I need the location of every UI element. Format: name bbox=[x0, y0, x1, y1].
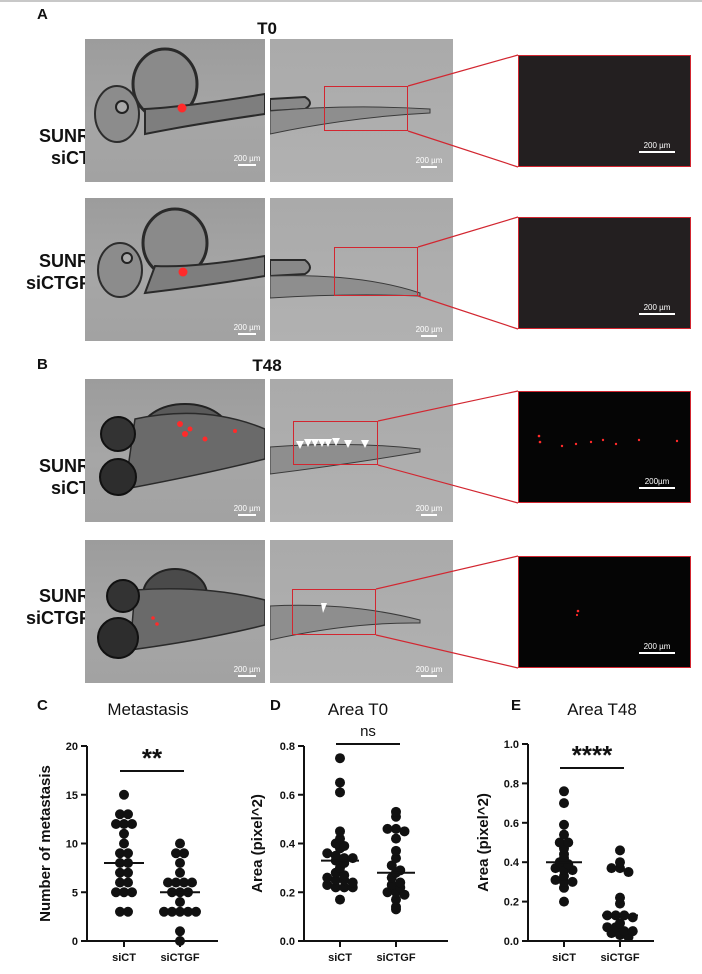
svg-text:siCT: siCT bbox=[112, 952, 136, 964]
fluorescence-zoom-sict-t48: 200µm bbox=[518, 391, 691, 503]
row-label-sunr-sictgf-t0: SUNR siCTGF bbox=[25, 251, 90, 293]
svg-text:ns: ns bbox=[360, 723, 376, 740]
svg-text:Area (pixel^2): Area (pixel^2) bbox=[249, 794, 266, 893]
metastasis-spots bbox=[575, 609, 580, 617]
svg-text:20: 20 bbox=[66, 741, 78, 753]
svg-text:Number of metastasis: Number of metastasis bbox=[37, 765, 54, 922]
chart-title-metastasis: Metastasis bbox=[107, 700, 189, 719]
panel-letter-a: A bbox=[37, 6, 48, 23]
timepoint-t48: T48 bbox=[252, 356, 282, 375]
panel-letter-c: C bbox=[37, 697, 48, 714]
row-label-sunr-sict-t48: SUNR siCT bbox=[38, 456, 90, 498]
scalebar: 200 µm bbox=[414, 325, 444, 337]
scalebar: 200 µm bbox=[233, 665, 261, 677]
micrograph-head-sict-t0: 200 µm bbox=[85, 39, 265, 182]
roi-box bbox=[334, 247, 418, 296]
scalebar: 200 µm bbox=[233, 504, 261, 516]
scalebar: 200 µm bbox=[637, 642, 677, 654]
arrowhead-marker bbox=[321, 603, 327, 613]
svg-text:0.0: 0.0 bbox=[280, 936, 295, 948]
svg-text:0.0: 0.0 bbox=[504, 936, 519, 948]
panel-letter-e: E bbox=[511, 697, 522, 714]
svg-text:0.4: 0.4 bbox=[504, 857, 520, 869]
chart-title-area-t48: Area T48 bbox=[567, 700, 637, 719]
svg-text:0.6: 0.6 bbox=[280, 790, 295, 802]
roi-box bbox=[292, 589, 376, 635]
top-divider bbox=[0, 0, 702, 2]
fluorescence-zoom-sictgf-t48: 200 µm bbox=[518, 556, 691, 668]
svg-text:siCTGF: siCTGF bbox=[376, 952, 415, 964]
arrowhead-markers bbox=[296, 438, 369, 449]
roi-box bbox=[293, 421, 378, 465]
micrograph-head-sict-t48: 200 µm bbox=[85, 379, 265, 522]
fluorescence-zoom-sictgf-t0: 200 µm bbox=[518, 217, 691, 329]
timepoint-t0: T0 bbox=[257, 19, 277, 38]
panel-letter-d: D bbox=[270, 697, 281, 714]
scalebar: 200 µm bbox=[233, 154, 261, 166]
panel-letter-b: B bbox=[37, 356, 48, 373]
svg-text:siCT: siCT bbox=[328, 952, 352, 964]
svg-text:0.4: 0.4 bbox=[280, 839, 296, 851]
svg-text:0.6: 0.6 bbox=[504, 818, 519, 830]
svg-text:10: 10 bbox=[66, 839, 78, 851]
zebrafish-tail-image bbox=[270, 95, 431, 135]
svg-text:Area (pixel^2): Area (pixel^2) bbox=[475, 793, 492, 892]
zebrafish-embryo-image bbox=[94, 47, 265, 143]
scalebar: 200 µm bbox=[637, 303, 677, 315]
scalebar: 200 µm bbox=[414, 504, 444, 516]
row-label-sunr-sict-t0: SUNR siCT bbox=[38, 126, 90, 168]
svg-text:0.2: 0.2 bbox=[280, 887, 295, 899]
scalebar: 200 µm bbox=[414, 665, 444, 677]
svg-text:1.0: 1.0 bbox=[504, 739, 519, 751]
svg-text:0.2: 0.2 bbox=[504, 897, 519, 909]
svg-text:0: 0 bbox=[72, 936, 78, 948]
svg-text:siCTGF: siCTGF bbox=[160, 952, 199, 964]
svg-text:15: 15 bbox=[66, 790, 78, 802]
scalebar: 200 µm bbox=[637, 141, 677, 153]
svg-text:0.8: 0.8 bbox=[504, 778, 519, 790]
scalebar: 200 µm bbox=[414, 156, 444, 168]
roi-box bbox=[324, 86, 408, 131]
metastasis-spots bbox=[537, 434, 679, 448]
fluorescence-zoom-sict-t0: 200 µm bbox=[518, 55, 691, 167]
svg-text:****: **** bbox=[572, 740, 613, 770]
svg-text:siCTGF: siCTGF bbox=[600, 952, 639, 964]
micrograph-head-sictgf-t48: 200 µm bbox=[85, 540, 265, 683]
micrograph-head-sictgf-t0: 200 µm bbox=[85, 198, 265, 341]
svg-text:0.8: 0.8 bbox=[280, 741, 295, 753]
scalebar: 200µm bbox=[637, 477, 677, 489]
scalebar: 200 µm bbox=[233, 323, 261, 335]
svg-text:5: 5 bbox=[72, 887, 78, 899]
row-label-sunr-sictgf-t48: SUNR siCTGF bbox=[25, 586, 90, 628]
svg-text:**: ** bbox=[142, 743, 163, 773]
chart-title-area-t0: Area T0 bbox=[327, 700, 389, 719]
svg-text:siCT: siCT bbox=[552, 952, 576, 964]
